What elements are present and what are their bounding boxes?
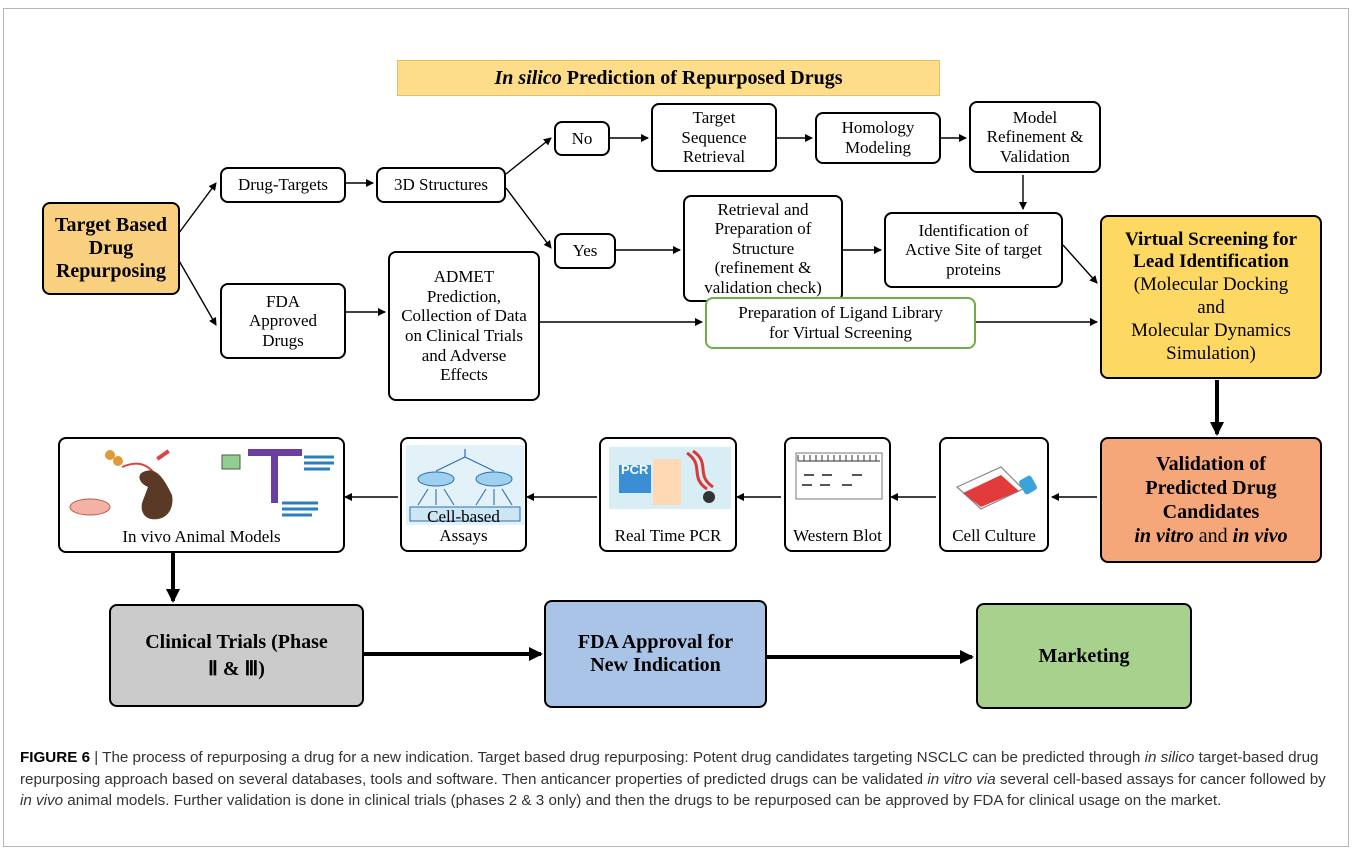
title-italic: In silico	[494, 66, 562, 89]
node-3d-structures: 3D Structures	[376, 167, 506, 203]
node-ligand-library: Preparation of Ligand Library for Virtua…	[705, 297, 976, 349]
arrow-3d-no	[505, 137, 552, 175]
node-drug-targets: Drug-Targets	[220, 167, 346, 203]
node-target-sequence-retrieval: Target Sequence Retrieval	[651, 103, 777, 172]
cell-based-assays-label: Cell-based Assays	[427, 506, 500, 546]
western-blot-label: Western Blot	[793, 526, 882, 546]
in-vivo-animal-models-label: In vivo Animal Models	[122, 527, 281, 547]
figure-caption: FIGURE 6 | The process of repurposing a …	[20, 749, 1326, 809]
caption-label: FIGURE 6	[20, 749, 91, 766]
node-fda-approval-new-indication: FDA Approval for New Indication	[544, 600, 767, 708]
title-banner: In silico Prediction of Repurposed Drugs	[397, 60, 940, 96]
node-cell-culture: Cell Culture	[939, 437, 1049, 552]
node-no: No	[554, 121, 610, 156]
pcr-icon	[609, 447, 731, 509]
node-virtual-screening: Virtual Screening for Lead Identificatio…	[1100, 215, 1322, 379]
node-model-refinement: Model Refinement & Validation	[969, 101, 1101, 173]
real-time-pcr-label: Real Time PCR	[614, 526, 722, 546]
title-text: Prediction of Repurposed Drugs	[561, 66, 843, 89]
node-fda-approved-drugs: FDA Approved Drugs	[220, 283, 346, 359]
node-in-vivo-animal-models: In vivo Animal Models	[58, 437, 345, 553]
pcr-tag: PCR	[621, 462, 649, 477]
node-yes: Yes	[554, 233, 616, 269]
western-blot-gel-icon	[795, 452, 883, 500]
node-cell-based-assays: Cell-based Assays	[400, 437, 527, 552]
node-western-blot: Western Blot	[784, 437, 891, 552]
node-retrieval-preparation: Retrieval and Preparation of Structure (…	[683, 195, 843, 302]
animal-models-icon	[69, 449, 334, 520]
node-active-site: Identification of Active Site of target …	[884, 212, 1063, 288]
cell-culture-label: Cell Culture	[952, 526, 1036, 546]
node-homology-modeling: Homology Modeling	[815, 112, 941, 164]
arrow-activesite-vs	[1062, 244, 1098, 284]
node-admet-prediction: ADMET Prediction, Collection of Data on …	[388, 251, 540, 401]
arrow-3d-yes	[505, 187, 552, 249]
node-target-based-repurposing: Target Based Drug Repurposing	[42, 202, 180, 295]
node-clinical-trials: Clinical Trials (Phase Ⅱ & Ⅲ)	[109, 604, 364, 707]
node-validation: Validation of Predicted Drug Candidates …	[1100, 437, 1322, 563]
assay-plates-icon	[406, 445, 524, 525]
flask-icon	[955, 466, 1037, 510]
node-real-time-pcr: PCR Real Time PCR	[599, 437, 737, 552]
node-marketing: Marketing	[976, 603, 1192, 709]
